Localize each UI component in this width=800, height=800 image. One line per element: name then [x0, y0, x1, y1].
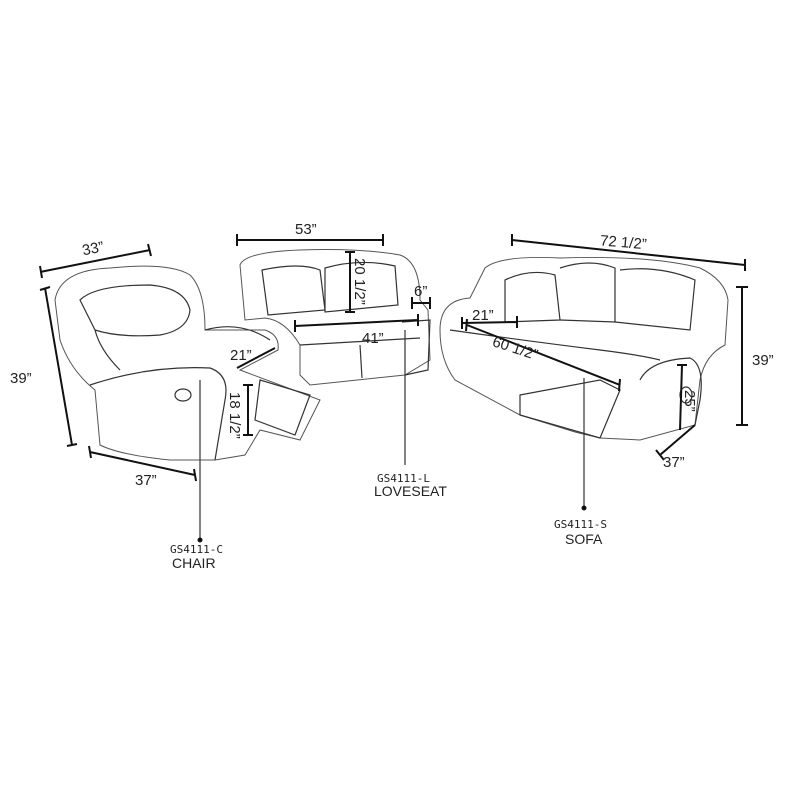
sofa-width-label: 72 1/2”	[599, 232, 647, 253]
loveseat-seat-width-label: 41”	[362, 330, 384, 347]
sofa-height-label: 39”	[752, 352, 774, 369]
loveseat-dimensions: 53” 20 1/2” 6” 41” GS4111-L LOVESEAT	[236, 221, 447, 499]
chair-seat-height-label: 18 1/2”	[226, 392, 243, 439]
loveseat-width-label: 53”	[295, 221, 317, 238]
chair-width-label: 33”	[81, 238, 106, 259]
sofa-name: SOFA	[565, 531, 603, 547]
chair-code: GS4111-C	[170, 543, 223, 556]
loveseat-back-height-label: 20 1/2”	[351, 258, 368, 305]
loveseat-arm-width-label: 6”	[414, 283, 427, 300]
chair-height-label: 39”	[10, 370, 32, 387]
chair-drawing	[54, 265, 321, 461]
sofa-drawing	[439, 256, 729, 441]
chair-depth-label: 37”	[135, 472, 157, 489]
loveseat-name: LOVESEAT	[374, 483, 447, 499]
sofa-arm-height-label: 25”	[681, 390, 698, 412]
sofa-code: GS4111-S	[554, 518, 607, 531]
sofa-seat-depth-label: 21”	[472, 307, 494, 324]
chair-dimensions: 33” 39” 37” 21” 18 1/2” GS4111-C CHAIR	[10, 238, 276, 571]
chair-seat-depth-label: 21”	[230, 347, 252, 364]
loveseat-drawing	[239, 249, 431, 386]
loveseat-code: GS4111-L	[377, 472, 430, 485]
sofa-depth-label: 37”	[663, 454, 685, 471]
sofa-dimensions: 72 1/2” 39” 21” 60 1/2” 25” 37” GS4111-S…	[461, 232, 774, 547]
chair-name: CHAIR	[172, 555, 216, 571]
